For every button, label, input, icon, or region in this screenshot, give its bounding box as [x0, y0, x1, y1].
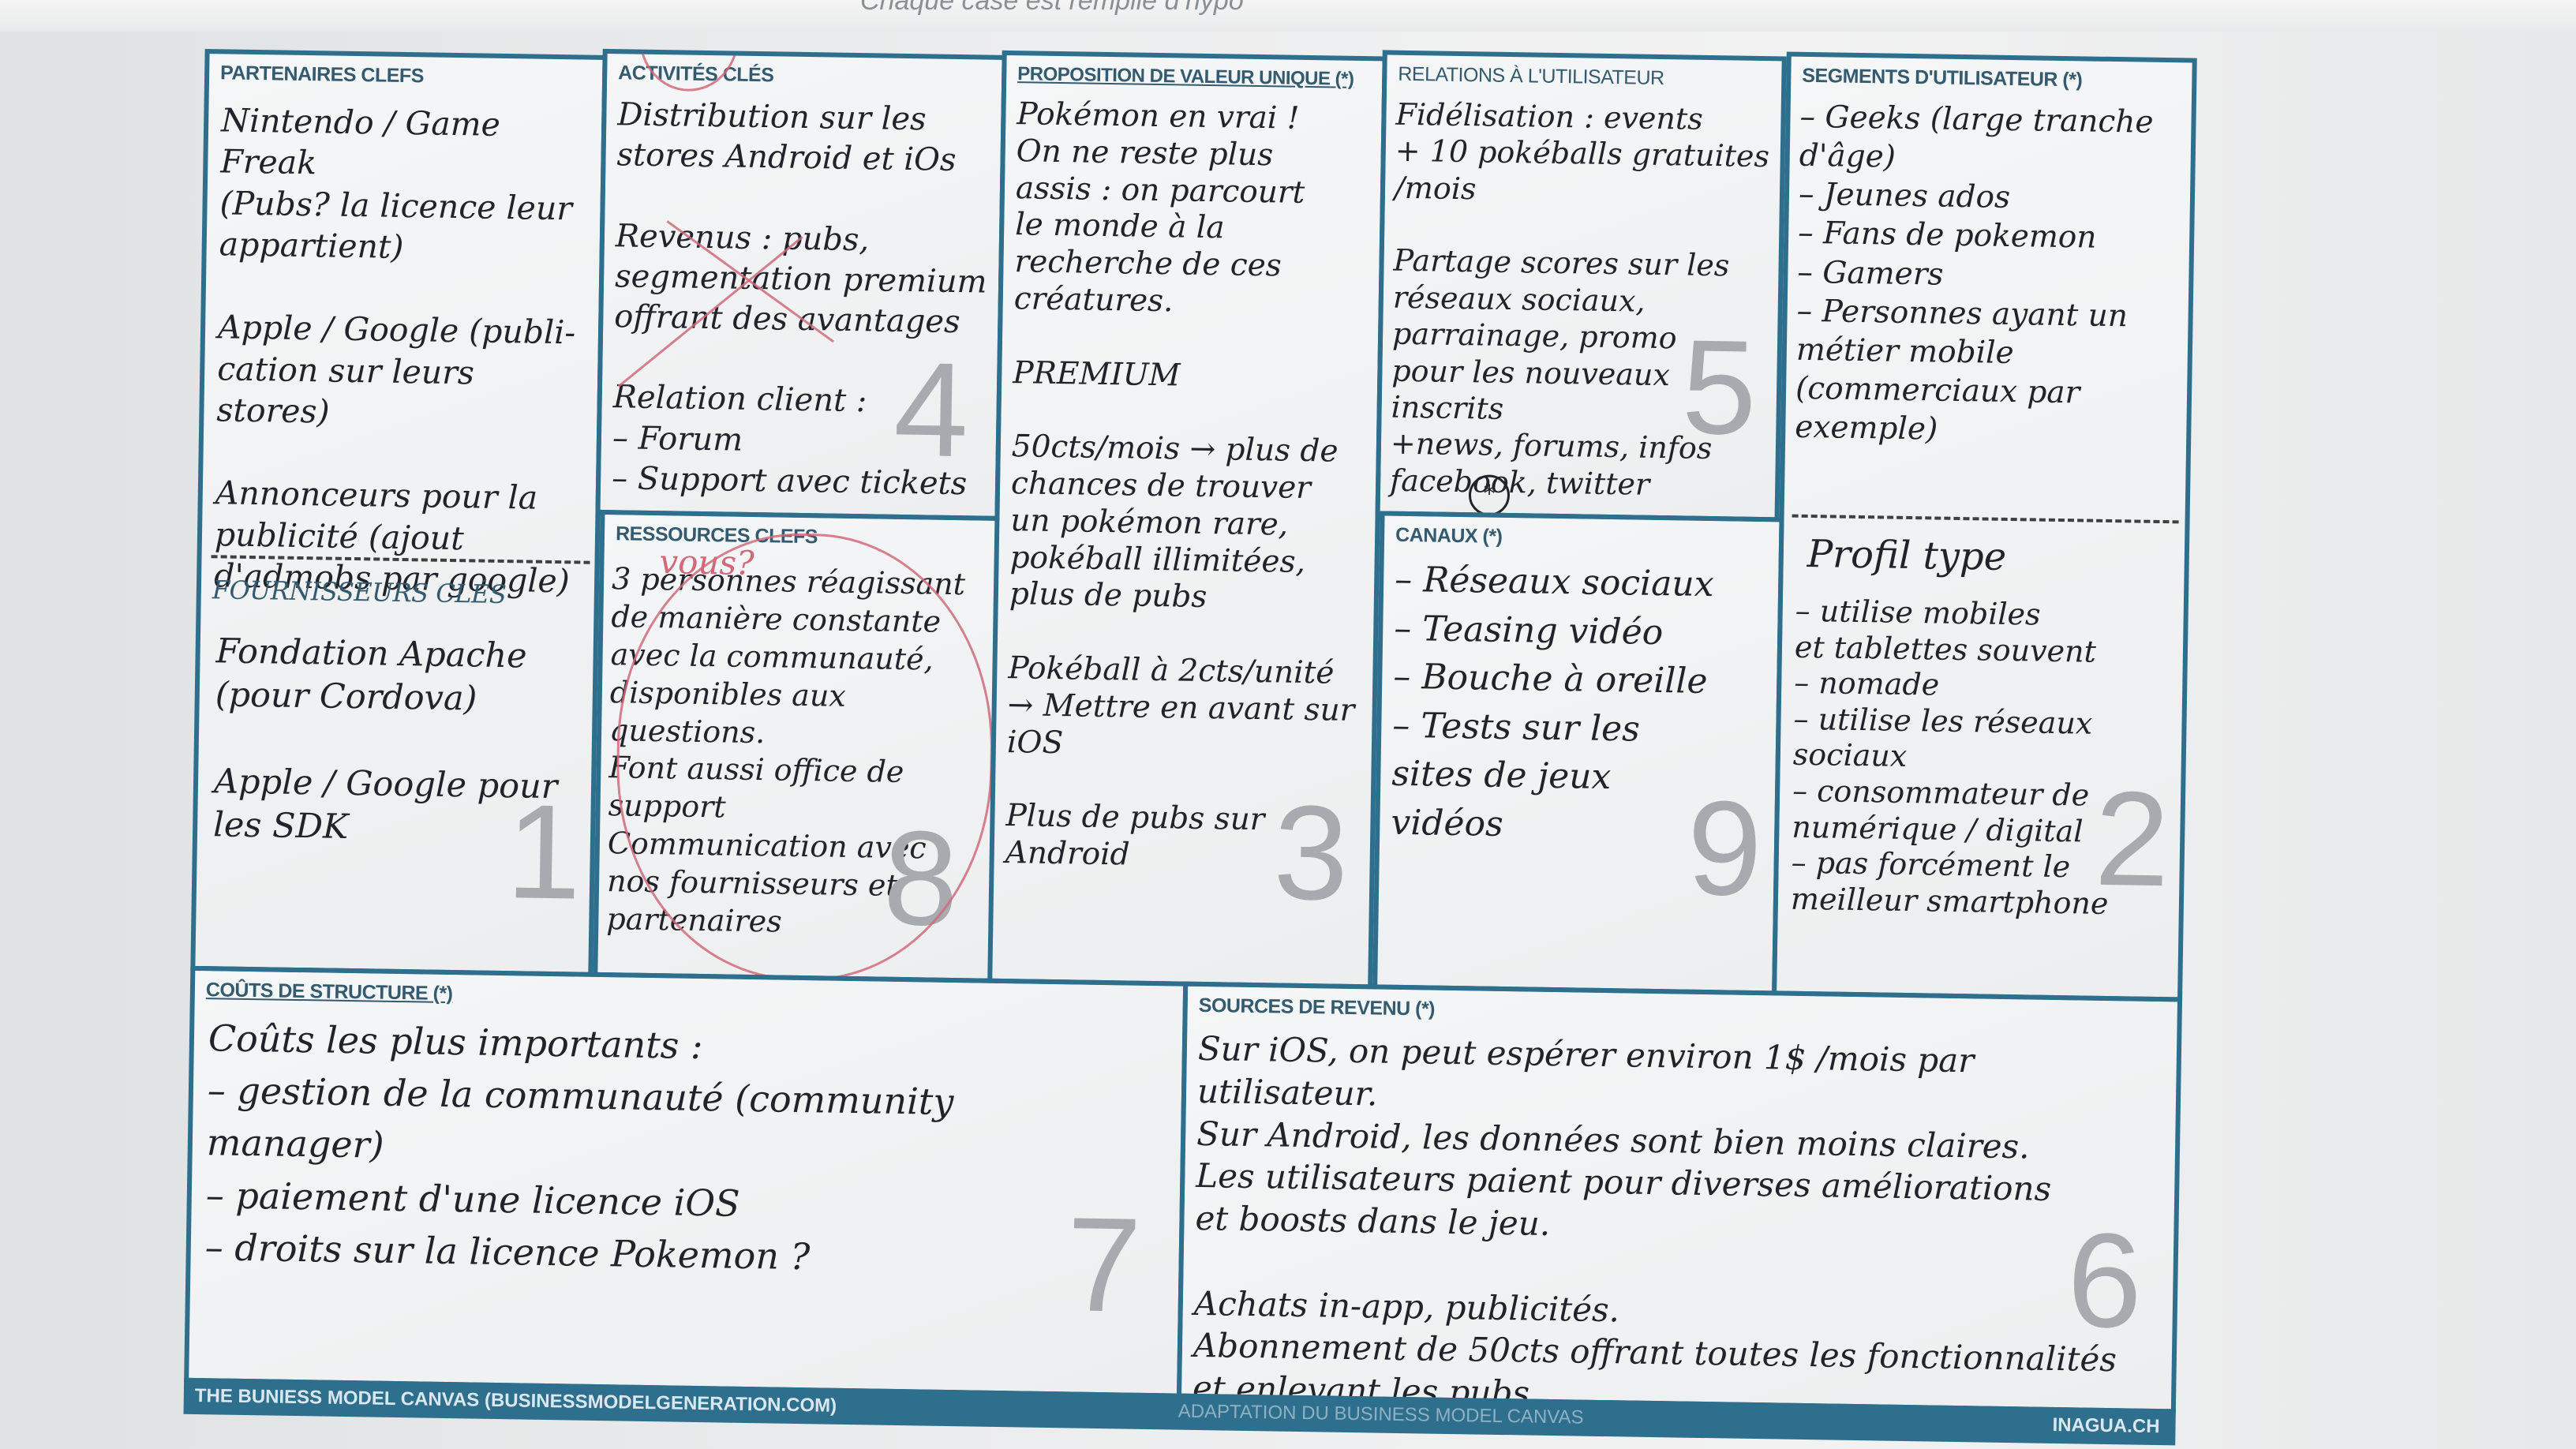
segments-number: 2: [2093, 763, 2171, 915]
business-model-canvas: PARTENAIRES CLEFS Nintendo / Game Freak …: [183, 32, 2226, 1446]
footer-left-text: THE BUNIESS MODEL CANVAS (BUSINESSMODELG…: [194, 1385, 837, 1417]
value-text: Pokémon en vrai ! On ne reste plus assis…: [1005, 96, 1355, 873]
segments-text: – Geeks (large tranche d'âge) – Jeunes a…: [1795, 99, 2154, 447]
red-pen-ellipse: [613, 530, 997, 983]
costs-title: COÛTS DE STRUCTURE (*): [205, 979, 453, 1005]
activities-cell: ACTIVITÉS CLÉS Distribution sur les stor…: [595, 48, 1007, 521]
costs-text: Coûts les plus importants : – gestion de…: [204, 1017, 954, 1279]
segments-title: SEGMENTS D'UTILISATEUR (*): [1802, 64, 2083, 92]
relations-title: RELATIONS À L'UTILISATEUR: [1398, 62, 1664, 90]
relations-cell: RELATIONS À L'UTILISATEUR Fidélisation :…: [1375, 50, 1787, 522]
resources-cell: RESSOURCES CLEFS 3 personnes réagissant …: [593, 509, 1008, 983]
partners-title: PARTENAIRES CLEFS: [219, 62, 425, 88]
costs-number: 7: [1065, 1189, 1143, 1341]
revenue-text: Sur iOS, on peut espérer environ 1$ /moi…: [1192, 1028, 2117, 1413]
paper-top-edge: [0, 0, 2576, 32]
suppliers-title: FOURNISSEURS CLÉS: [212, 575, 507, 610]
costs-cell: COÛTS DE STRUCTURE (*) Coûts les plus im…: [184, 965, 1189, 1398]
value-title: PROPOSITION DE VALEUR UNIQUE (*): [1017, 63, 1354, 90]
segments-divider: [1792, 514, 2179, 524]
value-number: 3: [1272, 777, 1350, 929]
footer-center-text: ADAPTATION DU BUSINESS MODEL CANVAS: [1178, 1400, 1584, 1428]
channels-title: CANAUX (*): [1395, 523, 1503, 548]
partners-cell: PARTENAIRES CLEFS Nintendo / Game Freak …: [190, 48, 608, 977]
revenue-cell: SOURCES DE REVENU (*) Sur iOS, on peut e…: [1176, 981, 2183, 1414]
cut-off-heading: Chaque case est remplie d’hypo: [860, 0, 1244, 16]
channels-number: 9: [1686, 773, 1764, 925]
partners-text: Nintendo / Game Freak (Pubs? la licence …: [213, 101, 576, 601]
segments-cell: SEGMENTS D'UTILISATEUR (*) – Geeks (larg…: [1772, 51, 2197, 1002]
channels-cell: CANAUX (*) – Réseaux sociaux – Teasing v…: [1372, 511, 1784, 996]
footer-right-text: INAGUA.CH: [2052, 1413, 2160, 1438]
revenue-title: SOURCES DE REVENU (*): [1198, 994, 1436, 1020]
profile-title: Profil type: [1807, 531, 2007, 579]
partners-number: 1: [505, 777, 582, 928]
revenue-number: 6: [2065, 1205, 2144, 1357]
value-cell: PROPOSITION DE VALEUR UNIQUE (*) Pokémon…: [987, 50, 1387, 990]
relations-number: 5: [1680, 312, 1758, 463]
activities-number: 4: [893, 334, 970, 486]
asterisk-circle-icon: *: [1468, 474, 1511, 517]
